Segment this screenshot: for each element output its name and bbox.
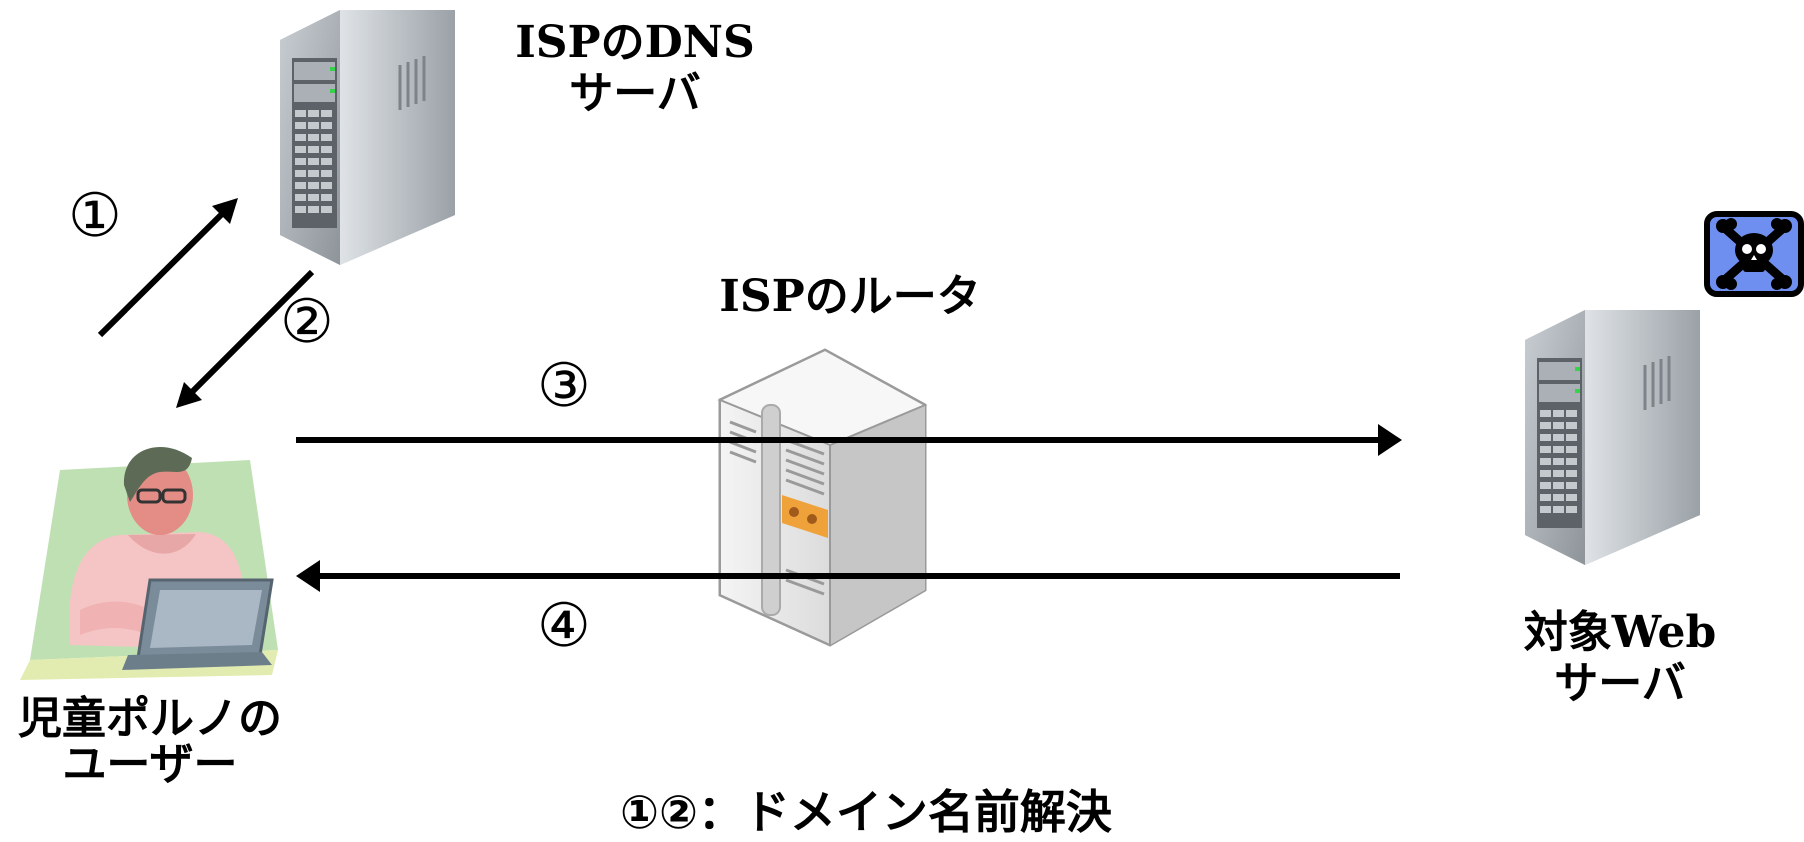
step-1-label: ① (68, 181, 122, 251)
step-4-label: ④ (537, 591, 591, 661)
arrow-step-3-head (1378, 424, 1402, 456)
web-server-label-line1: 対象Web (1523, 607, 1717, 658)
step-2-label: ② (280, 287, 334, 357)
user-label-line1: 児童ポルノの (18, 693, 282, 744)
dns-server-icon (280, 10, 455, 265)
web-server-icon (1525, 310, 1700, 565)
router-label: ISPのルータ (719, 271, 981, 322)
arrow-step-1 (97, 205, 231, 338)
arrow-step-2-head (176, 382, 202, 408)
user-label-line2: ユーザー (62, 739, 238, 791)
arrow-step-2 (183, 269, 315, 401)
skull-crossbones-icon (1704, 211, 1804, 297)
dns-server-label-line2: サーバ (569, 67, 701, 119)
network-diagram: ISPのDNS サーバ ISPのルータ 対象Web サーバ 児童ポルノの ユーザ… (0, 10, 1804, 839)
arrow-step-4-head (296, 560, 320, 592)
flow-arrows (97, 198, 1402, 592)
web-server-label: 対象Web サーバ (1510, 607, 1730, 709)
dns-server-label: ISPのDNS サーバ (515, 17, 755, 119)
router-icon (717, 348, 928, 647)
caption: ①②：ドメイン名前解決 (620, 785, 1112, 839)
user-label: 児童ポルノの ユーザー (0, 693, 300, 791)
user-icon (20, 446, 278, 680)
dns-server-label-line1: ISPのDNS (515, 17, 755, 68)
diagram-canvas (20, 10, 1804, 680)
web-server-label-line2: サーバ (1554, 657, 1686, 709)
arrow-step-1-head (212, 198, 238, 224)
step-3-label: ③ (537, 351, 591, 421)
